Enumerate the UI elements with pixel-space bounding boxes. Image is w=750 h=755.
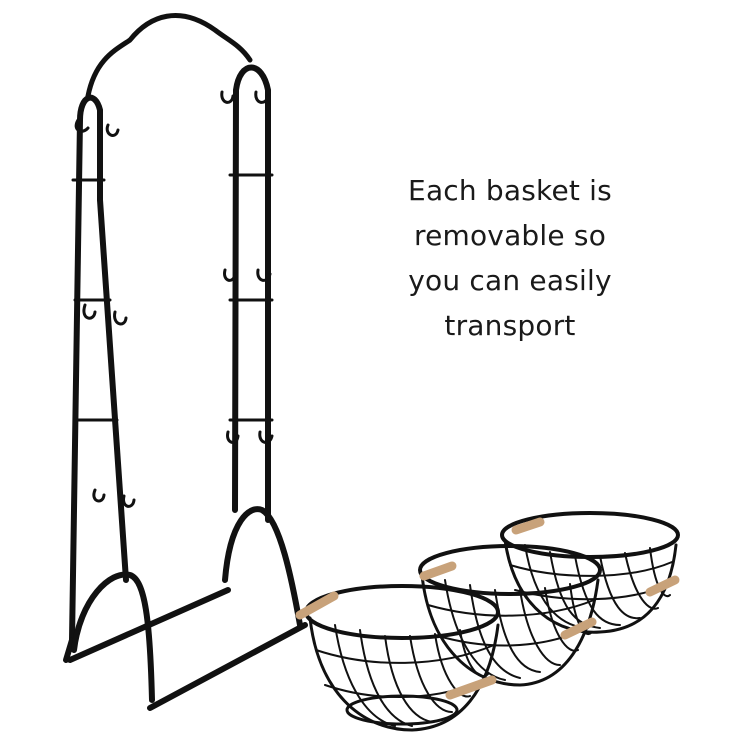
basket-middle [418,544,602,687]
metal-stand [63,13,308,711]
wire-baskets [295,511,680,732]
caption-line-2: removable so [413,219,607,252]
caption-text: Each basket is removable so you can easi… [370,168,650,348]
caption-line-3: you can easily [408,264,612,297]
basket-front [295,584,500,732]
caption-line-1: Each basket is [408,174,612,207]
caption-line-4: transport [444,309,576,342]
